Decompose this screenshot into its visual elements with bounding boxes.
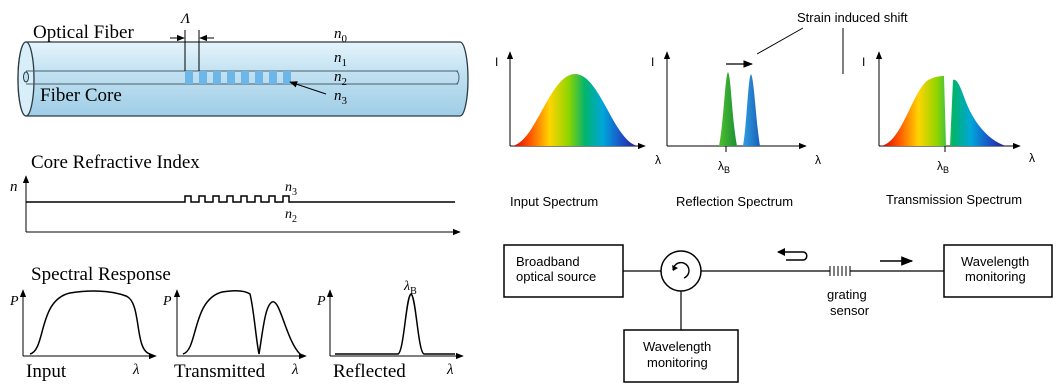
transmitted-response-y-label: P	[162, 294, 172, 309]
broadband-source-label-line2: optical source	[516, 269, 596, 284]
reflected-response-curve	[335, 293, 455, 355]
index-label-n1: n1	[334, 50, 347, 69]
reflection-blue-peak	[743, 74, 760, 146]
transmission-spectrum-plot: I λB λ Transmission Spectrum	[862, 51, 1035, 207]
circulator-arrow-icon	[672, 261, 690, 279]
core-far-end	[455, 70, 460, 85]
reflection-spectrum-plot: I λB λ Reflection Spectrum	[651, 51, 821, 209]
reflected-response-y-label: P	[316, 294, 326, 309]
index-label-n0: n0	[334, 26, 348, 45]
bottom-monitor-label-line1: Wavelength	[643, 339, 711, 354]
reflected-response-x-label: λ	[446, 362, 454, 378]
transmitted-response-plot: P λ Transmitted	[162, 289, 307, 382]
index-profile-line	[26, 195, 455, 203]
transmission-spectrum-y-label: I	[862, 55, 865, 69]
input-spectrum-y-label: I	[495, 55, 498, 69]
grating-segment	[185, 71, 193, 84]
fiber-end-core	[23, 71, 29, 83]
optical-fiber-label: Optical Fiber	[33, 22, 134, 43]
index-label-n2: n2	[334, 69, 347, 88]
input-spectrum-fill	[512, 74, 638, 146]
reflection-spectrum-caption: Reflection Spectrum	[676, 194, 793, 209]
reflection-green-peak	[719, 72, 737, 146]
grating-segment	[269, 71, 277, 84]
grating-segment	[213, 71, 221, 84]
transmitted-response-curve	[182, 289, 301, 355]
reflected-response-caption: Reflected	[333, 361, 406, 382]
input-response-y-label: P	[9, 294, 19, 309]
index-profile-upper-label: n3	[285, 180, 297, 198]
transmitted-response-x-label: λ	[291, 362, 299, 378]
grating-sensor-label-line1: grating	[827, 287, 867, 302]
grating-sensor-label-line2: sensor	[830, 303, 870, 318]
index-label-n3: n3	[334, 88, 348, 107]
reflected-peak-label: λB	[403, 279, 417, 297]
reflected-response-plot: P λB λ Reflected	[316, 279, 464, 382]
input-spectrum-caption: Input Spectrum	[510, 194, 598, 209]
grating-segment	[283, 71, 291, 84]
transmitted-response-caption: Transmitted	[174, 361, 266, 382]
index-profile-y-label: n	[10, 179, 18, 195]
broadband-source-label-line1: Broadband	[516, 254, 580, 269]
reflected-return-arrowhead	[777, 248, 785, 256]
transmission-spectrum-x-label: λ	[1029, 151, 1035, 165]
grating-sensor-icon	[829, 266, 851, 276]
period-symbol: Λ	[179, 11, 190, 27]
strain-pointer-reflection	[756, 27, 804, 55]
n3-pointer-arrow	[289, 81, 327, 95]
grating-segment	[255, 71, 263, 84]
index-profile-lower-label: n2	[285, 207, 297, 225]
grating-segment	[227, 71, 235, 84]
right-spectra: Strain induced shift I λ Input Spectrum …	[495, 10, 1035, 209]
transmission-bragg-label: λB	[937, 159, 949, 175]
reflected-return-arrow	[778, 251, 808, 261]
right-monitor-label-line1: Wavelength	[961, 254, 1029, 269]
fiber-core-label: Fiber Core	[40, 85, 122, 106]
grating-segment	[199, 71, 207, 84]
reflection-bragg-label: λB	[718, 159, 730, 175]
index-profile-plot: Core Refractive Index n n3 n2	[10, 152, 461, 236]
input-response-x-label: λ	[132, 362, 140, 378]
reflection-spectrum-x-label: λ	[815, 153, 821, 167]
input-response-curve	[29, 290, 151, 355]
right-monitor-label-line2: monitoring	[965, 269, 1026, 284]
fiber-illustration: Λ Optical Fiber Fiber Core n0 n1 n2 n3	[17, 11, 469, 117]
input-spectrum-x-label: λ	[655, 153, 661, 167]
grating-segment	[241, 71, 249, 84]
sensing-setup: Broadband optical source grating sensor …	[503, 244, 1053, 383]
spectral-response: Spectral Response P λ Input P λ Transmit…	[9, 264, 464, 382]
bottom-monitor-box	[623, 329, 739, 383]
circulator-arrowhead	[672, 265, 678, 271]
spectral-response-title: Spectral Response	[31, 264, 171, 285]
input-spectrum-plot: I λ Input Spectrum	[495, 51, 661, 209]
right-monitor-box	[943, 244, 1053, 298]
optical-circulator	[660, 250, 702, 292]
reflection-spectrum-y-label: I	[651, 55, 654, 69]
input-response-caption: Input	[26, 361, 67, 382]
bottom-monitor-label-line2: monitoring	[647, 355, 708, 370]
bragg-grating	[185, 71, 291, 84]
transmission-spectrum-fill	[881, 76, 1006, 146]
index-profile-title: Core Refractive Index	[31, 152, 200, 173]
transmission-spectrum-caption: Transmission Spectrum	[886, 192, 1022, 207]
strain-shift-label: Strain induced shift	[797, 10, 908, 25]
broadband-source-box	[503, 244, 624, 298]
input-response-plot: P λ Input	[9, 289, 157, 382]
